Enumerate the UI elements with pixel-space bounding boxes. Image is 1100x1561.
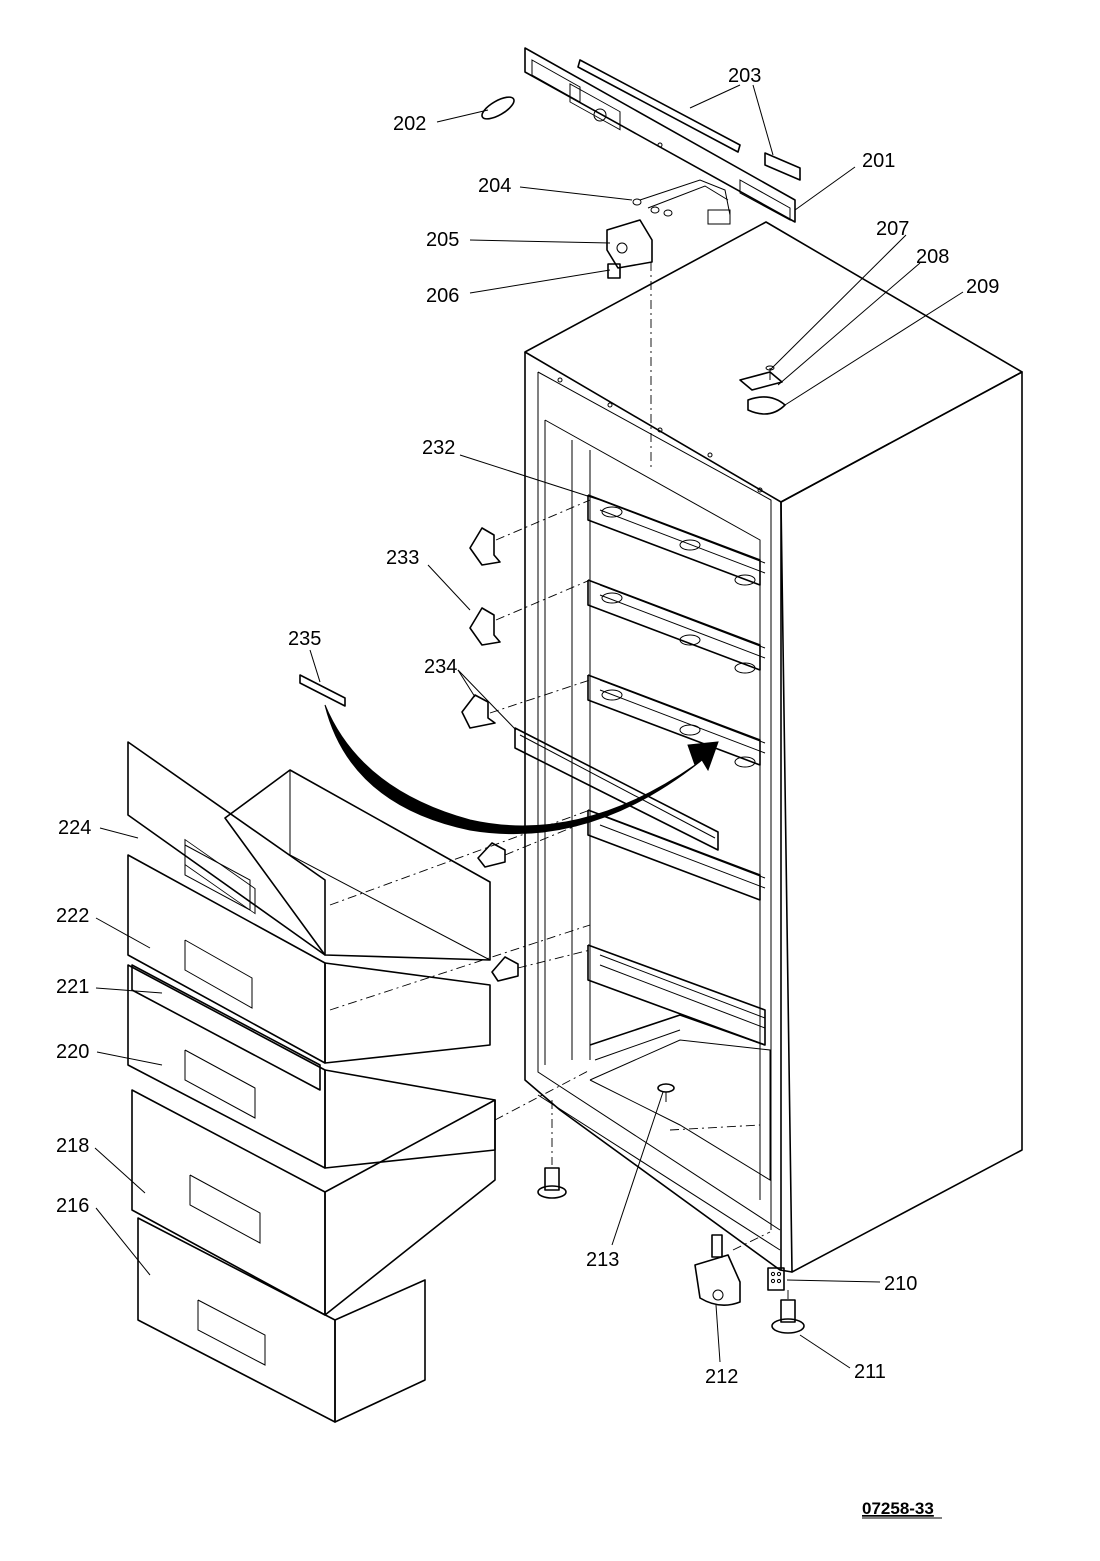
frame-rivets xyxy=(557,377,763,493)
shelf-5 xyxy=(587,944,766,1046)
drawer-222 xyxy=(127,854,491,1064)
callout-213: 213 xyxy=(586,1249,619,1271)
shelf-rail xyxy=(514,727,719,851)
drawer-216 xyxy=(137,1217,426,1423)
drawer-218 xyxy=(131,1089,496,1316)
shelf-support-233b xyxy=(469,607,501,646)
shelf-1 xyxy=(587,494,766,586)
drawer-224 xyxy=(127,741,491,961)
callout-234: 234 xyxy=(424,656,457,678)
insert-arrow xyxy=(324,704,719,835)
drawer-handles xyxy=(184,844,266,1366)
callout-201: 201 xyxy=(862,150,895,172)
knob-206 xyxy=(607,263,621,279)
callout-235: 235 xyxy=(288,628,321,650)
callout-209: 209 xyxy=(966,276,999,298)
callout-233: 233 xyxy=(386,547,419,569)
callout-labels: 202 203 201 204 205 206 207 208 209 232 … xyxy=(56,65,999,1388)
leader-lines xyxy=(94,84,964,1369)
leg-cover-210 xyxy=(767,1267,785,1291)
assembly-lines xyxy=(329,262,789,1300)
shelf-support-233a xyxy=(469,527,501,566)
drawer-220 xyxy=(127,964,496,1169)
drawer-221 xyxy=(131,964,321,1091)
callout-220: 220 xyxy=(56,1041,89,1063)
drawing-code: 07258-33 xyxy=(862,1499,934,1518)
leveling-foot-211 xyxy=(771,1299,805,1334)
thermostat-205 xyxy=(606,219,653,269)
divider-bar-235 xyxy=(299,674,346,707)
bottom-hinge-212 xyxy=(694,1234,741,1306)
callout-210: 210 xyxy=(884,1273,917,1295)
callout-232: 232 xyxy=(422,437,455,459)
shelf-4 xyxy=(587,809,766,901)
callout-218: 218 xyxy=(56,1135,89,1157)
callout-207: 207 xyxy=(876,218,909,240)
callout-208: 208 xyxy=(916,246,949,268)
callout-205: 205 xyxy=(426,229,459,251)
wiring-harness-204 xyxy=(632,179,731,225)
callout-222: 222 xyxy=(56,905,89,927)
shelf-6-bottom xyxy=(589,1014,766,1061)
callout-216: 216 xyxy=(56,1195,89,1217)
callout-212: 212 xyxy=(705,1366,738,1388)
callout-211: 211 xyxy=(854,1361,886,1383)
callout-204: 204 xyxy=(478,175,511,197)
top-hinge-parts xyxy=(739,365,786,415)
trim-strip-203 xyxy=(577,59,801,181)
callout-221: 221 xyxy=(56,976,89,998)
drain-plug-213 xyxy=(657,1083,675,1102)
callout-206: 206 xyxy=(426,285,459,307)
drawer-slide-clips xyxy=(477,842,519,982)
leveling-foot-left xyxy=(537,1167,567,1199)
control-panel-201 xyxy=(524,47,796,223)
callout-224: 224 xyxy=(58,817,91,839)
wire-shelves xyxy=(587,494,766,1061)
shelf-3 xyxy=(587,674,766,768)
freezer-cabinet xyxy=(524,221,1023,1273)
callout-202: 202 xyxy=(393,113,426,135)
lamp-lens-202 xyxy=(481,96,515,120)
callout-203: 203 xyxy=(728,65,761,87)
shelf-2 xyxy=(587,579,766,674)
shelf-support-234 xyxy=(461,694,496,729)
